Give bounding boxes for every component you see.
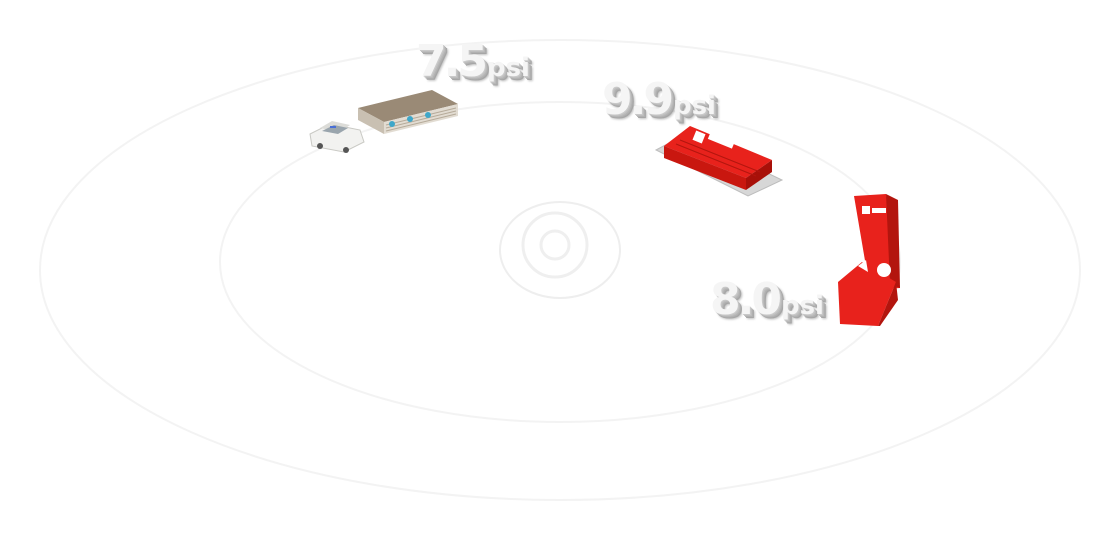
stacked-containers-icon (838, 194, 900, 326)
pressure-value: 9.9 (602, 74, 674, 125)
pressure-unit: psi (672, 91, 716, 121)
blast-rings (39, 39, 1081, 501)
pressure-label-building: 7.5psi (416, 36, 530, 87)
pressure-value: 8.0 (710, 274, 782, 325)
inner-ring (499, 201, 621, 299)
outer-ring (39, 39, 1081, 501)
car-icon (309, 121, 365, 153)
middle-ring (219, 101, 901, 423)
shipping-container-icon (654, 126, 784, 197)
pressure-label-container: 9.9psi (602, 74, 716, 125)
center-target-icon (521, 211, 589, 279)
building-icon (358, 90, 458, 134)
pressure-unit: psi (486, 53, 530, 83)
pressure-value: 7.5 (416, 36, 488, 87)
pressure-label-stacked-containers: 8.0psi (710, 274, 824, 325)
pressure-unit: psi (780, 291, 824, 321)
